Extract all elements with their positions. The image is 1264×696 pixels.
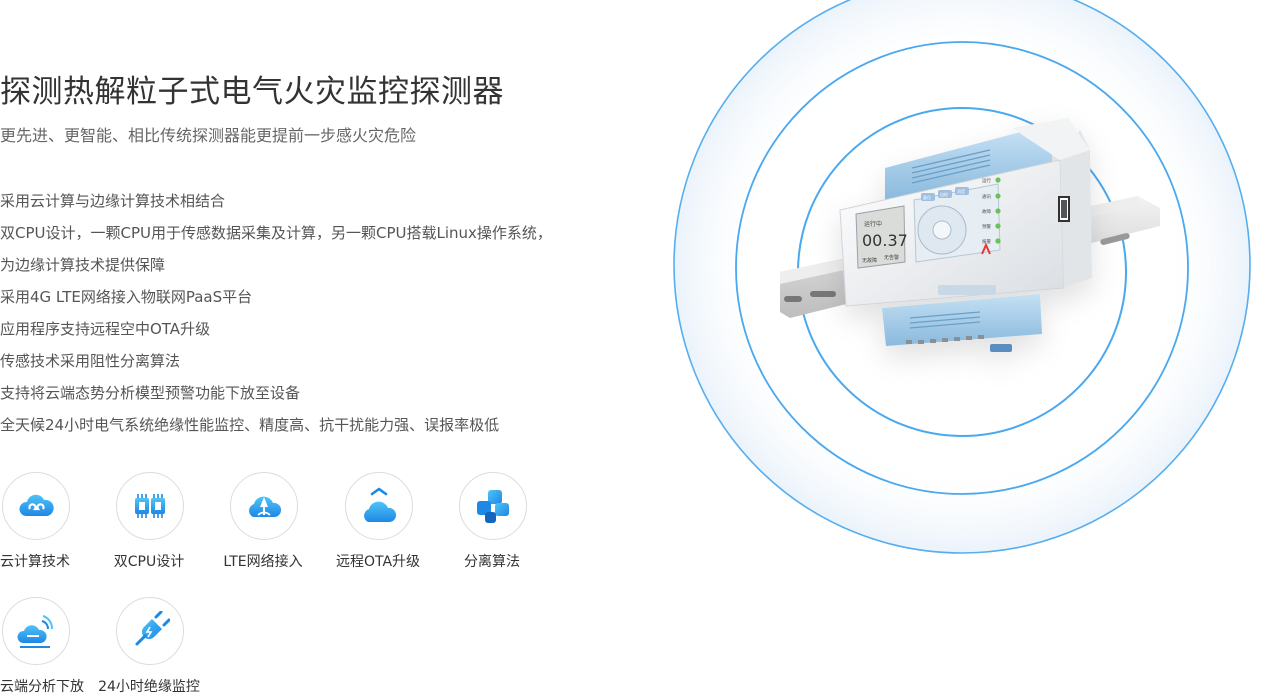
icon-label: 双CPU设计 xyxy=(113,554,185,570)
screen-right: 无告警 xyxy=(884,254,899,261)
feature-item: 双CPU设计，一颗CPU用于传感数据采集及计算，另一颗CPU搭载Linux操作系… xyxy=(0,224,552,242)
icon-label: 24小时绝缘监控 xyxy=(98,679,200,695)
led-label: 预警 xyxy=(982,223,991,230)
icon-label: LTE网络接入 xyxy=(223,554,303,570)
screen-status: 运行中 xyxy=(864,220,882,228)
plug-icon xyxy=(116,597,184,665)
split-blocks-icon xyxy=(459,472,527,540)
selftest-key: 自检 xyxy=(940,191,948,197)
feature-list: 采用云计算与边缘计算技术相结合 双CPU设计，一颗CPU用于传感数据采集及计算，… xyxy=(0,185,552,441)
screen-left: 无故障 xyxy=(862,257,877,264)
mute-key: 消音 xyxy=(957,188,965,194)
signal-ring-middle xyxy=(735,41,1189,495)
led-label: 故障 xyxy=(982,208,991,215)
feature-item: 支持将云端态势分析模型预警功能下放至设备 xyxy=(0,384,301,402)
screen-reading: 00.37 xyxy=(862,231,908,250)
lte-cloud-icon xyxy=(230,472,298,540)
icon-label: 云计算技术 xyxy=(0,554,70,570)
icon-label: 分离算法 xyxy=(464,554,520,570)
cloud-signal-icon xyxy=(2,597,70,665)
feature-item: 传感技术采用阻性分离算法 xyxy=(0,352,181,370)
detector-device xyxy=(839,118,1092,352)
led-label: 报警 xyxy=(982,238,991,245)
device-illustration: 运行中 00.37 无故障 无告警 复位 自检 消音 运行 通讯 故障 预警 报… xyxy=(673,0,1251,554)
feature-item: 采用云计算与边缘计算技术相结合 xyxy=(0,192,226,210)
product-illustration: 运行中 00.37 无故障 无告警 复位 自检 消音 运行 通讯 故障 预警 报… xyxy=(660,0,1264,694)
icon-label: 远程OTA升级 xyxy=(335,554,421,570)
led-label: 运行 xyxy=(982,177,991,184)
reset-key: 复位 xyxy=(923,194,931,200)
page-subtitle: 更先进、更智能、相比传统探测器能更提前一步感火灾危险 xyxy=(0,126,417,145)
feature-item: 全天候24小时电气系统绝缘性能监控、精度高、抗干扰能力强、误报率极低 xyxy=(0,416,500,434)
feature-item: 采用4G LTE网络接入物联网PaaS平台 xyxy=(0,288,253,306)
cloud-upload-icon xyxy=(345,472,413,540)
cloud-link-icon xyxy=(2,472,70,540)
dual-chip-icon xyxy=(116,472,184,540)
page-title: 探测热解粒子式电气火灾监控探测器 xyxy=(0,74,504,110)
icon-label: 云端分析下放 xyxy=(0,679,84,695)
led-label: 通讯 xyxy=(982,193,991,200)
feature-item: 为边缘计算技术提供保障 xyxy=(0,256,166,274)
feature-item: 应用程序支持远程空中OTA升级 xyxy=(0,320,211,338)
